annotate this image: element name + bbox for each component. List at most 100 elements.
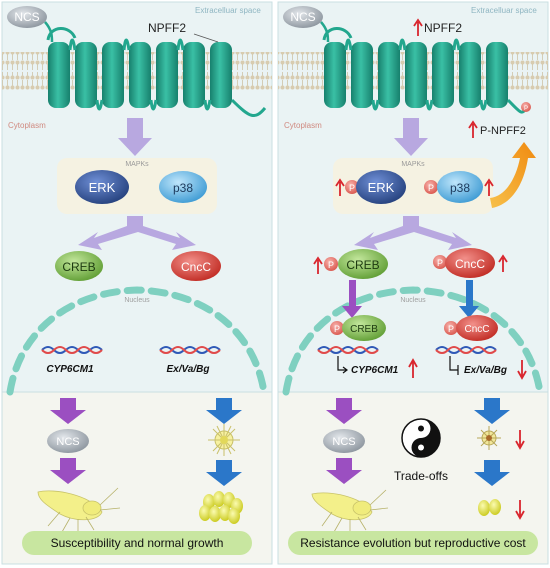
- right-nucleus-label: Nucleus: [400, 297, 426, 304]
- right-blue-arrow-1: [474, 398, 510, 424]
- left-ncs-label: NCS: [14, 10, 39, 24]
- left-creb-label: CREB: [62, 260, 95, 274]
- right-caption-box: [288, 531, 538, 555]
- up-arrow-icon: [335, 178, 345, 196]
- right-erk-label: ERK: [368, 180, 395, 195]
- right-feedback-arrow: [490, 142, 536, 208]
- ovary-icon: [477, 426, 501, 450]
- right-cncc-translocation-arrow: [459, 280, 479, 318]
- egg-cluster-icon: [478, 499, 501, 516]
- right-nuclear-creb-phospho: [330, 321, 344, 335]
- down-arrow-icon: [517, 360, 527, 380]
- right-dna-cyp6cm1: [317, 346, 379, 354]
- right-repression-mark: [449, 356, 459, 375]
- right-erk-phospho: [345, 180, 359, 194]
- right-cytoplasm-label: Cytoplasm: [284, 121, 322, 130]
- right-creb-phospho: [324, 257, 338, 271]
- left-dna-cyp6cm1: [41, 346, 103, 354]
- left-npff2-receptor: [46, 27, 267, 117]
- right-ncs-bottom: [323, 429, 365, 453]
- left-blue-arrow-1: [206, 398, 242, 424]
- right-purple-arrow-2: [326, 458, 362, 484]
- aphid-icon: [37, 487, 121, 534]
- left-ncs-ligand: [7, 6, 47, 28]
- right-creb-node: [338, 249, 388, 279]
- right-caption: Resistance evolution but reproductive co…: [300, 536, 526, 550]
- right-nuclear-creb-node: [342, 315, 386, 341]
- ovary-icon: [208, 424, 240, 456]
- right-dna-exvabg: [435, 346, 497, 354]
- tradeoffs-label: Trade-offs: [394, 469, 448, 483]
- right-panel: NCS NPFF2 Extracelluar space Cytoplasm P…: [277, 1, 549, 565]
- left-gene-cyp6cm1: CYP6CM1: [46, 364, 94, 375]
- down-arrow-icon: [515, 430, 525, 450]
- egg-cluster-icon: [199, 491, 243, 524]
- right-nucleus-envelope: [282, 286, 544, 396]
- left-branch-arrow: [78, 216, 196, 250]
- right-blue-arrow-2: [474, 460, 510, 486]
- right-p38-phospho: [424, 180, 438, 194]
- right-p-npff2-label: P-NPFF2: [480, 125, 526, 137]
- left-erk-node: [75, 170, 129, 204]
- right-erk-node: [356, 170, 406, 204]
- left-erk-label: ERK: [89, 180, 116, 195]
- left-caption-box: [22, 531, 252, 555]
- left-cncc-label: CncC: [181, 260, 211, 274]
- right-mapks-label: MAPKs: [401, 161, 425, 168]
- left-arrow-to-mapks: [118, 118, 152, 156]
- aphid-icon: [311, 489, 389, 534]
- right-npff2-phospho-label: P: [524, 106, 528, 112]
- left-purple-arrow-1: [50, 398, 86, 424]
- left-cncc-node: [171, 251, 221, 281]
- right-creb-phospho-label: P: [328, 260, 334, 270]
- right-erk-phospho-label: P: [349, 183, 355, 193]
- right-extracellular-label: Extracelluar space: [471, 6, 537, 15]
- right-p38-label: p38: [450, 181, 470, 195]
- right-cncc-phospho: [433, 255, 447, 269]
- right-nuclear-cncc-phospho: [444, 321, 458, 335]
- left-p38-label: p38: [173, 181, 193, 195]
- up-arrow-icon: [468, 120, 478, 138]
- down-arrow-icon: [515, 500, 525, 520]
- left-panel: NCS NPFF2 Extracelluar space Cytoplasm M…: [1, 1, 273, 565]
- left-gene-exvabg: Ex/Va/Bg: [167, 364, 210, 375]
- left-ncs-bottom: [47, 429, 89, 453]
- right-ncs-label: NCS: [290, 10, 315, 24]
- right-p38-node: [437, 171, 483, 203]
- right-arrow-to-mapks: [394, 118, 428, 156]
- left-cytoplasm-label: Cytoplasm: [8, 121, 46, 130]
- left-extracellular-label: Extracelluar space: [195, 6, 261, 15]
- left-npff2-label: NPFF2: [148, 21, 186, 35]
- right-cncc-phospho-label: P: [437, 258, 443, 268]
- left-dna-exvabg: [159, 346, 221, 354]
- left-blue-arrow-2: [206, 460, 242, 486]
- right-npff2-receptor: [322, 27, 528, 114]
- left-ncs-bottom-label: NCS: [56, 436, 79, 448]
- left-p38-node: [159, 171, 207, 203]
- yin-yang-icon: [401, 418, 441, 458]
- right-activation-mark: [337, 356, 348, 374]
- right-ncs-bottom-label: NCS: [332, 436, 355, 448]
- right-cncc-node: [445, 248, 495, 278]
- right-npff2-phospho: [521, 102, 531, 112]
- left-purple-arrow-2: [50, 458, 86, 484]
- right-gene-cyp6cm1: CYP6CM1: [351, 365, 399, 376]
- up-arrow-icon: [313, 256, 323, 274]
- right-nuclear-creb-phospho-label: P: [334, 324, 340, 334]
- right-creb-label: CREB: [346, 258, 379, 272]
- right-gene-exvabg: Ex/Va/Bg: [464, 365, 507, 376]
- left-nucleus-label: Nucleus: [124, 297, 150, 304]
- right-cncc-label: CncC: [455, 257, 485, 271]
- up-arrow-icon: [484, 178, 494, 196]
- left-mapks-label: MAPKs: [125, 161, 149, 168]
- right-p38-phospho-label: P: [428, 183, 434, 193]
- up-arrow-icon: [413, 18, 423, 36]
- right-nuclear-cncc-phospho-label: P: [448, 324, 454, 334]
- left-nucleus-envelope: [6, 286, 268, 396]
- right-branch-arrow: [354, 216, 472, 250]
- up-arrow-icon: [498, 254, 508, 272]
- right-ncs-ligand: [283, 6, 323, 28]
- right-creb-translocation-arrow: [342, 280, 362, 318]
- right-purple-arrow-1: [326, 398, 362, 424]
